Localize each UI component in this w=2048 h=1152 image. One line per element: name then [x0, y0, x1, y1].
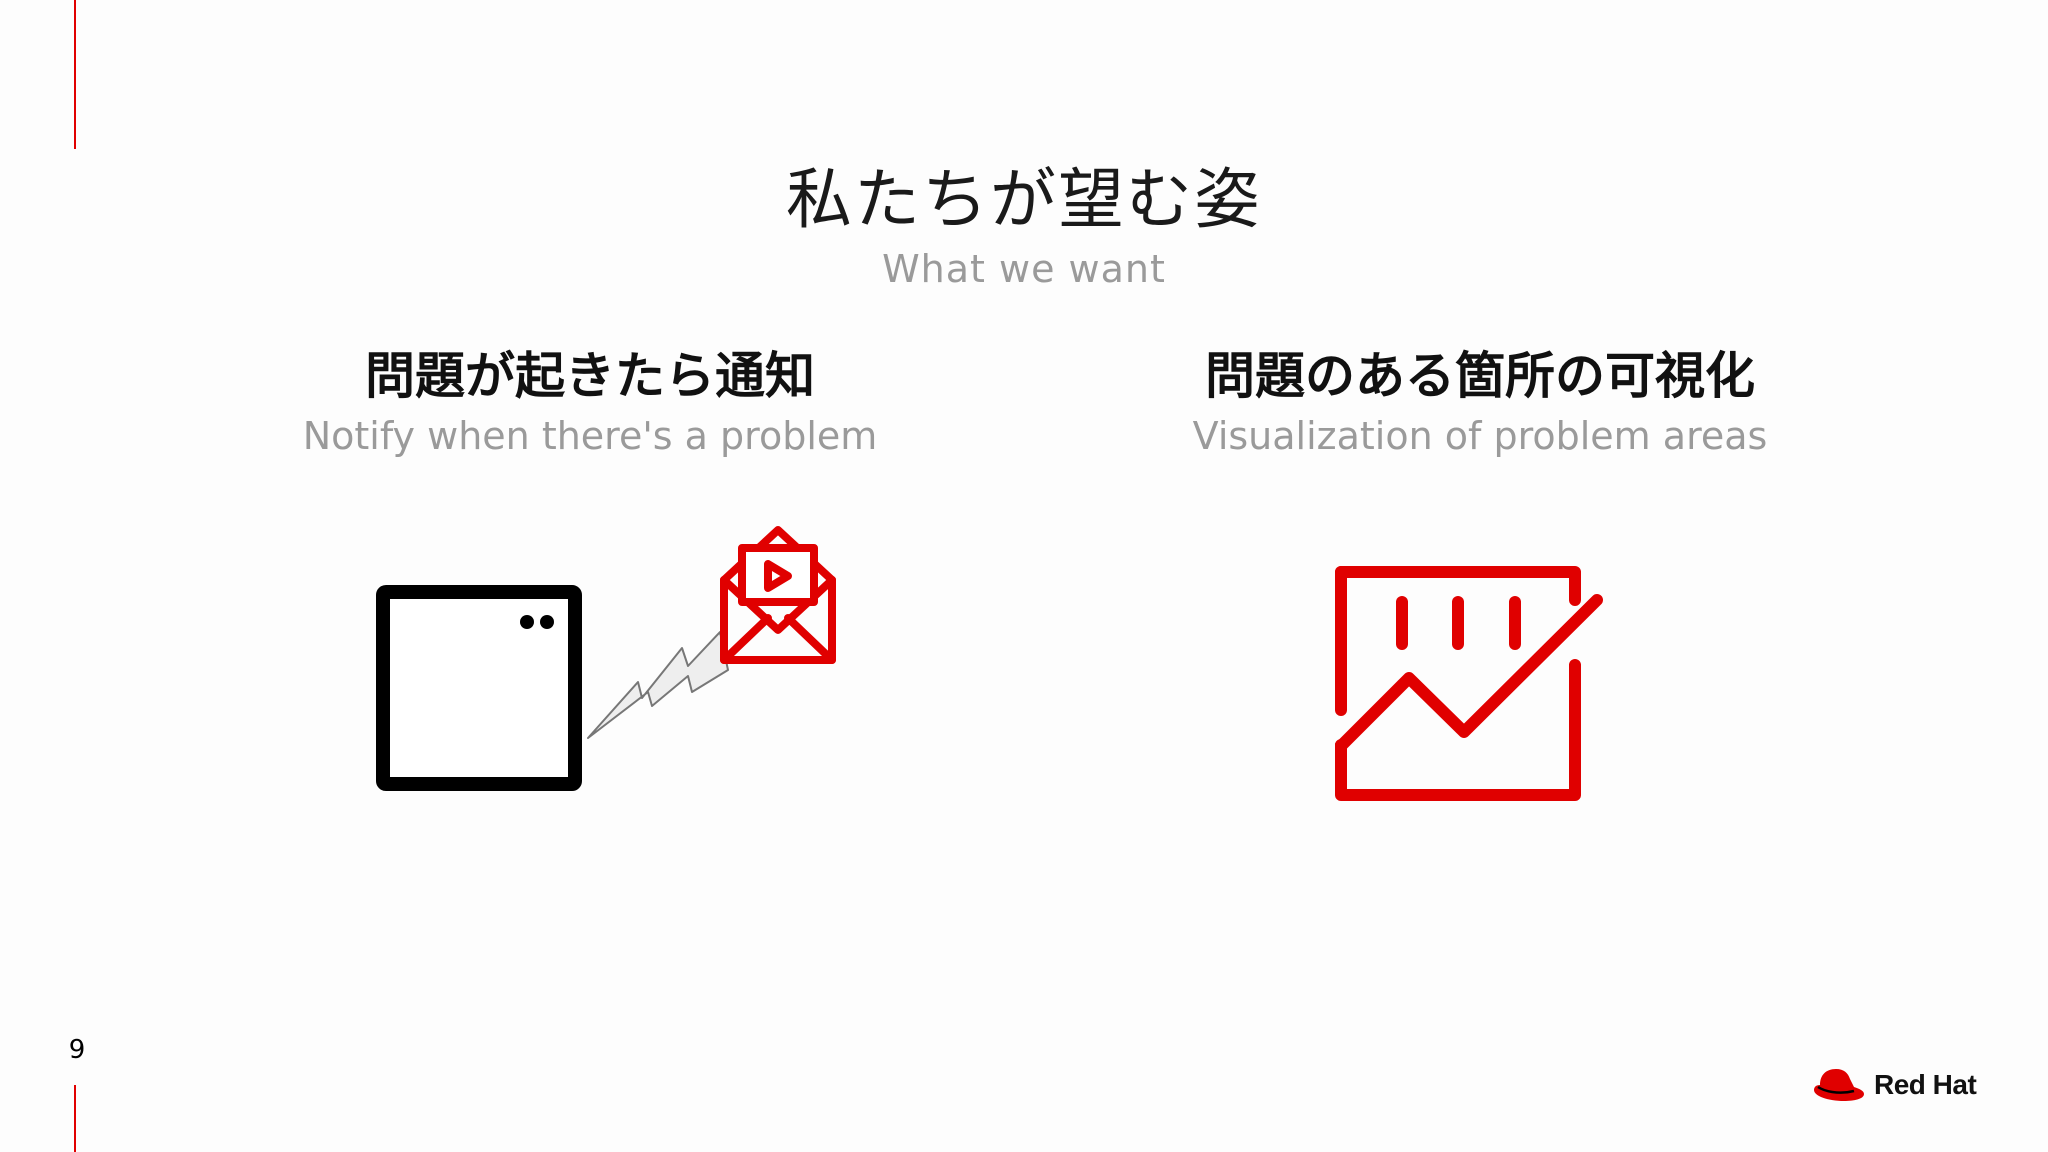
column-visualize-subheading: Visualization of problem areas: [1192, 414, 1768, 458]
server-icon: [376, 585, 582, 791]
red-hat-icon: [1814, 1069, 1864, 1101]
slide-title-block: 私たちが望む姿 What we want: [0, 160, 2048, 294]
slide-title: 私たちが望む姿: [786, 161, 1262, 238]
column-visualize-heading: 問題のある箇所の可視化: [1205, 347, 1755, 405]
server-notification-email-icon: [370, 520, 850, 800]
red-hat-logo: Red Hat: [1810, 1060, 1990, 1110]
accent-rule-top: [74, 0, 76, 149]
column-notify-subheading: Notify when there's a problem: [302, 414, 878, 458]
lightning-bolt-icon: [587, 631, 729, 739]
slide-subtitle: What we want: [882, 247, 1166, 291]
column-notify-heading: 問題が起きたら通知: [365, 347, 815, 405]
column-notify: 問題が起きたら通知 Notify when there's a problem: [290, 344, 890, 462]
chart-visualization-icon: [1329, 560, 1625, 810]
email-envelope-icon: [720, 526, 836, 664]
page-number: 9: [68, 1035, 86, 1065]
accent-rule-bottom: [74, 1085, 76, 1152]
red-hat-wordmark: Red Hat: [1874, 1069, 1977, 1100]
column-visualize: 問題のある箇所の可視化 Visualization of problem are…: [1170, 344, 1790, 462]
